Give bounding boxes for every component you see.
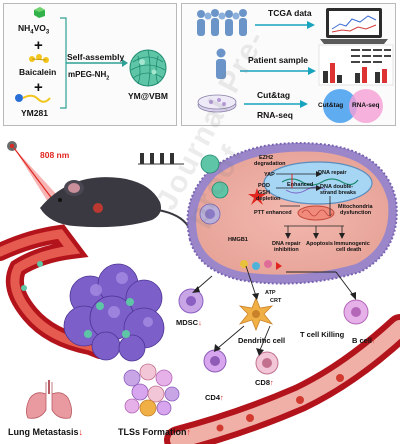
nucleus [263,161,373,205]
tls-cluster-icon [123,363,180,417]
synthesis-bracket [60,17,128,109]
plus-sign-2: + [34,79,43,96]
blot-and-bar-graph-icon [318,44,394,86]
cut-tag-arrow [244,100,308,108]
laser-beam [7,141,58,202]
self-assembly-label: Self-assembly [67,52,125,62]
ptt-enhanced-label: PTT enhanced [254,210,292,216]
mouse-icon [40,177,189,228]
mpeg-nh2-label: mPEG-NH2 [68,70,110,82]
atp-label: ATP [265,290,276,296]
pod-label: POD [258,183,270,189]
cell-culture-dish-icon [197,94,237,113]
outcome-apoptosis: Apoptosis [306,241,333,247]
reagent-baicalein: Baicalein [19,67,57,77]
immune-activation-arrows [192,265,356,356]
ros-burst-icon [248,188,266,205]
venn-right-label: RNA-seq [352,102,380,109]
mdsc-cell-icon [178,288,204,314]
crt-label: CRT [270,298,282,304]
gsh-depletion-label: depletion [256,196,281,202]
pathway-arrows [276,171,345,239]
patient-group-icon [197,9,247,36]
ezh2-label: EZH2 [259,155,274,161]
lungs-icon [26,380,72,419]
nanoparticles-in-cell [199,154,229,225]
cd4-cell-icon [203,349,227,373]
yap-label: YAP [264,172,275,178]
cd8-cell-icon [255,351,279,375]
hmgb1-label: HMGB1 [228,237,248,243]
patient-icon [216,48,226,79]
baicalein-molecule-icon [29,54,49,63]
dsb-label-line2: strand breaks [320,190,357,196]
cd4-label: CD4↑ [205,393,224,402]
dna-repair-label: DNA repair [318,170,347,176]
outcome-immunogenic-1: Immunogenic [334,241,370,247]
enhanced-label: Enhanced [287,182,314,188]
laptop-icon [320,8,388,44]
reagent-nh4vo3: NH4VO3 [18,23,50,36]
product-label: YM@VBM [128,91,168,101]
mitochondria-icon [297,205,335,221]
patient-sample-arrow [240,67,316,75]
laser-wavelength-label: 808 nm [40,150,70,160]
tls-formation-label: TLSs Formation↑ [118,427,192,437]
ym-vbm-nanoparticle-icon [129,49,167,87]
dsb-label-line1: DNA double- [320,184,354,190]
pulse-injection-icon [138,153,184,165]
outcome-dna-repair-inhibition-1: DNA repair [272,241,301,247]
dendritic-cell-label: Dendritic cell [238,336,286,345]
gsh-label: GSH [258,190,270,196]
damp-release-icons [240,260,282,270]
ezh2-degradation-label: degradation [254,161,286,167]
b-cell-icon [343,299,369,325]
plus-sign-1: + [34,37,43,54]
mito-label-line2: dysfunction [340,210,372,216]
ammonium-vanadate-icon [34,7,45,18]
mdsc-label: MDSC↓ [176,318,202,327]
outcome-dna-repair-inhibition-2: inhibition [274,247,299,253]
blood-vessel [0,224,400,444]
patient-sample-label: Patient sample [248,55,308,65]
outcome-immunogenic-2: cell death [336,247,362,253]
reagent-ym281: YM281 [21,108,48,118]
dendritic-cell-icon [238,296,274,332]
tcga-data-label: TCGA data [268,8,312,18]
cut-tag-label: Cut&tag [257,90,291,100]
b-cell-label: B cell↑ [352,336,376,345]
t-cell-killing-label: T cell Killing [300,330,345,339]
venn-left-label: Cut&tag [318,102,344,109]
tcga-arrow [255,21,315,29]
lung-metastasis-label: Lung Metastasis↓ [8,427,84,437]
ym281-molecule-icon [15,94,51,103]
mito-label-line1: Mitochondria [338,204,373,210]
venn-diagram [323,89,383,123]
cd8-label: CD8↑ [255,378,274,387]
tumor-mass [63,263,165,362]
rna-seq-label: RNA-seq [257,110,293,120]
